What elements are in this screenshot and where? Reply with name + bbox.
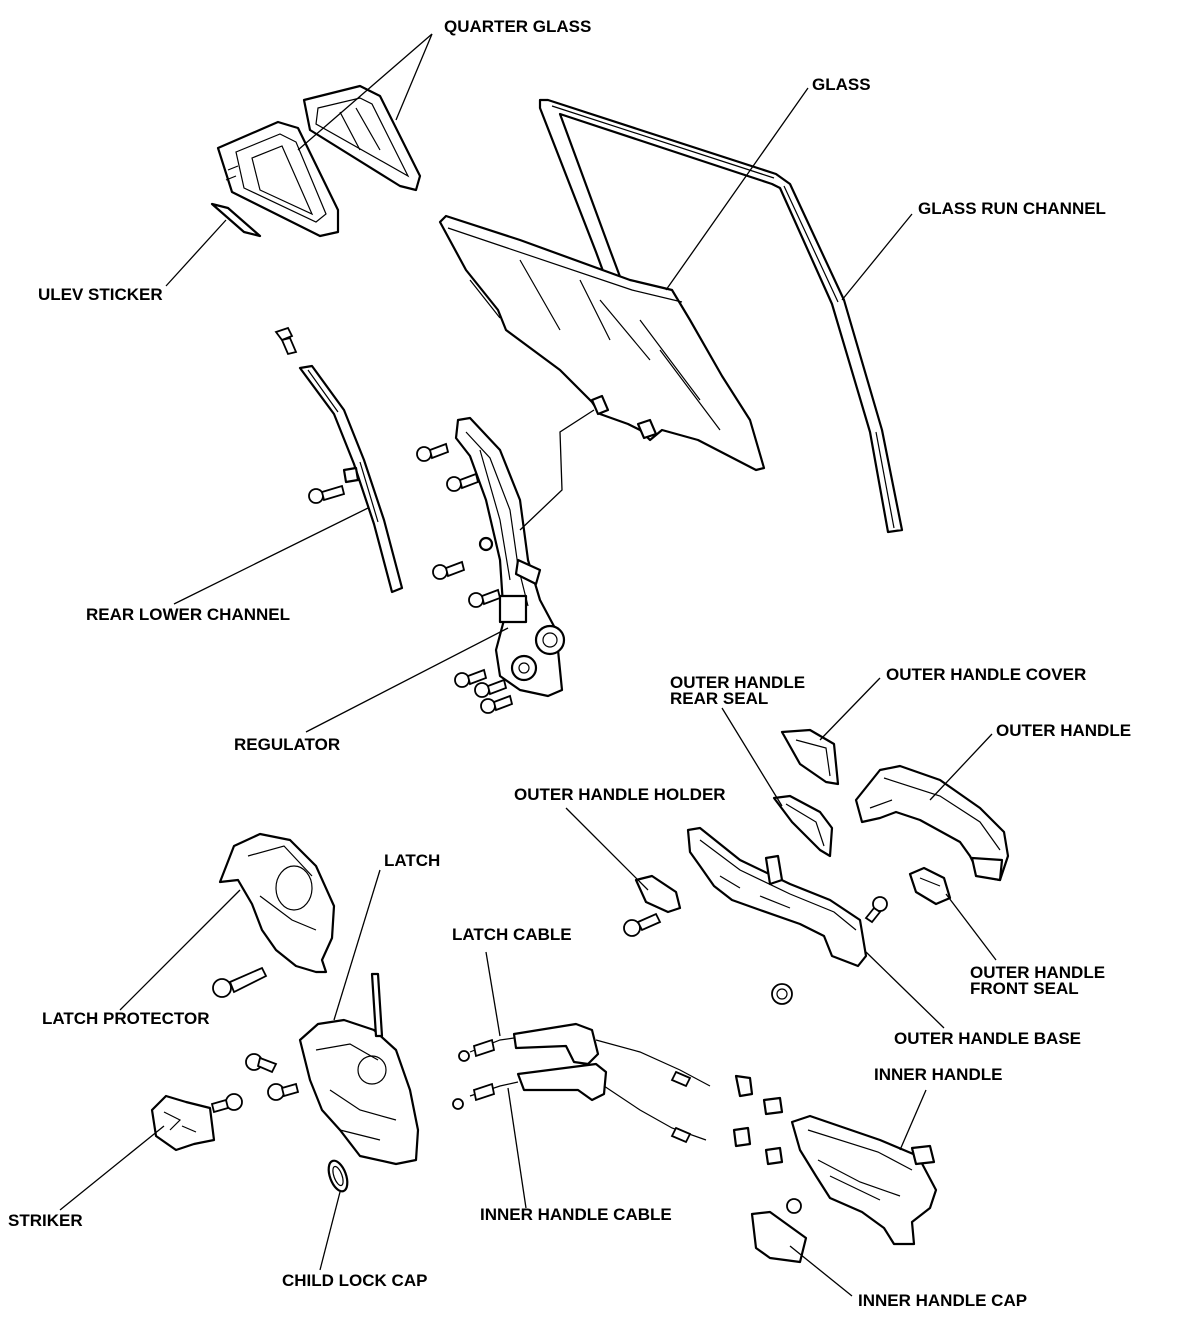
label-outer-handle-rear-seal-line1: OUTER HANDLE	[670, 673, 805, 692]
label-outer-handle-front-seal-line1: OUTER HANDLE	[970, 963, 1105, 982]
child-lock-cap	[327, 1159, 349, 1193]
latch-cable	[458, 1022, 711, 1088]
outer-handle	[854, 764, 1010, 882]
base-screw	[864, 896, 888, 924]
label-striker: STRIKER	[8, 1211, 83, 1230]
label-rear-lower-channel: REAR LOWER CHANNEL	[86, 605, 290, 624]
rear-lower-channel	[298, 364, 404, 594]
label-inner-handle-cap: INNER HANDLE CAP	[858, 1291, 1027, 1310]
leader-lines	[59, 33, 997, 1297]
outer-handle-holder	[623, 874, 682, 937]
inner-handle	[786, 1114, 938, 1246]
quarter-glass-frame	[216, 120, 340, 238]
glass-to-regulator-line	[519, 409, 595, 531]
channel-bolt	[308, 484, 346, 504]
latch	[298, 972, 420, 1166]
outer-handle-base	[686, 826, 868, 968]
label-outer-handle-front-seal-line2: FRONT SEAL	[970, 979, 1079, 998]
protector-screw	[212, 966, 268, 998]
latch-screws	[245, 1053, 300, 1101]
label-inner-handle: INNER HANDLE	[874, 1065, 1002, 1084]
outer-handle-rear-seal	[772, 794, 834, 858]
label-inner-handle-cable: INNER HANDLE CABLE	[480, 1205, 672, 1224]
inner-handle-cable	[452, 1062, 707, 1144]
ulev-sticker	[210, 202, 262, 238]
latch-protector	[218, 832, 336, 974]
label-glass-run-channel: GLASS RUN CHANNEL	[918, 199, 1106, 218]
label-latch: LATCH	[384, 851, 440, 870]
outer-handle-cover	[780, 728, 840, 786]
label-ulev-sticker: ULEV STICKER	[38, 285, 163, 304]
label-child-lock-cap: CHILD LOCK CAP	[282, 1271, 427, 1290]
label-latch-cable: LATCH CABLE	[452, 925, 572, 944]
window-regulator	[454, 416, 566, 698]
quarter-glass-pane	[302, 84, 422, 192]
outer-handle-front-seal	[908, 866, 952, 906]
label-outer-handle-rear-seal-line2: REAR SEAL	[670, 689, 768, 708]
inner-handle-cap	[750, 1210, 808, 1264]
label-outer-handle-base: OUTER HANDLE BASE	[894, 1029, 1081, 1048]
cable-clips	[732, 1074, 784, 1166]
door-glass	[438, 214, 766, 472]
label-latch-protector: LATCH PROTECTOR	[42, 1009, 209, 1028]
label-quarter-glass: QUARTER GLASS	[444, 17, 591, 36]
striker	[150, 1093, 243, 1152]
channel-screw-top	[274, 326, 298, 356]
base-grommet	[771, 983, 793, 1005]
regulator-bolts	[416, 442, 514, 714]
label-outer-handle-holder: OUTER HANDLE HOLDER	[514, 785, 726, 804]
label-regulator: REGULATOR	[234, 735, 340, 754]
label-outer-handle-cover: OUTER HANDLE COVER	[886, 665, 1086, 684]
label-outer-handle: OUTER HANDLE	[996, 721, 1131, 740]
label-glass: GLASS	[812, 75, 871, 94]
